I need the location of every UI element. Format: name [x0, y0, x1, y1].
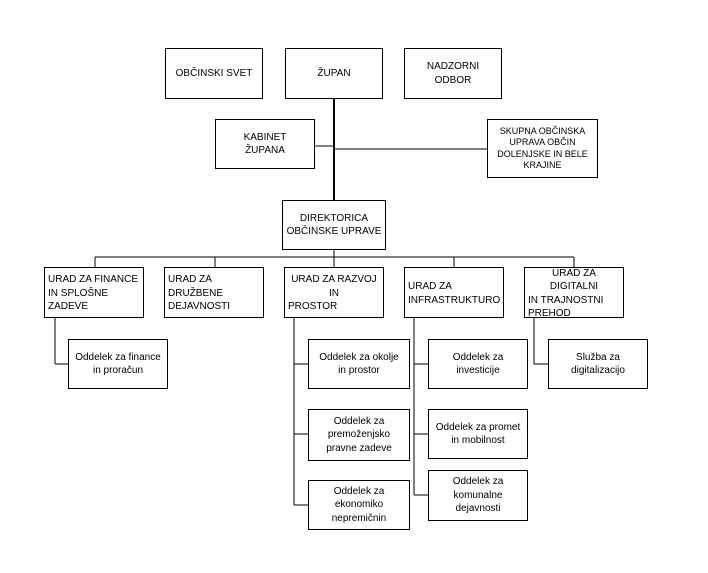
node-oddelek-okolje: Oddelek za okolje in prostor	[308, 339, 410, 389]
node-nadzorni-odbor: NADZORNI ODBOR	[404, 48, 502, 99]
node-oddelek-premozenjsko-line-1: Oddelek za	[333, 415, 385, 427]
node-oddelek-promet-line-1: Oddelek za promet	[435, 421, 521, 433]
node-urad-finance-line-1: URAD ZA FINANCE	[48, 274, 139, 286]
node-oddelek-komunalne-line-3: dejavnosti	[455, 503, 501, 515]
node-oddelek-premozenjsko: Oddelek za premoženjsko pravne zadeve	[308, 409, 410, 461]
node-zupan: ŽUPAN	[285, 48, 383, 99]
node-oddelek-okolje-line-1: Oddelek za okolje	[319, 351, 399, 363]
node-sluzba-digitalizacija-line-2: digitalizacijo	[571, 365, 625, 376]
node-obcinski-svet: OBČINSKI SVET	[165, 48, 263, 99]
node-urad-druzbene: URAD ZA DRUŽBENE DEJAVNOSTI	[164, 267, 264, 318]
node-oddelek-ekonomiko-line-1: Oddelek za	[333, 485, 385, 497]
node-kabinet-line-2: ŽUPANA	[245, 145, 285, 156]
node-oddelek-premozenjsko-line-3: pravne zadeve	[326, 442, 392, 454]
node-obcinski-svet-label: OBČINSKI SVET	[175, 67, 253, 79]
node-oddelek-finance: Oddelek za finance in proračun	[68, 339, 168, 389]
node-skupna-uprava-line-3: DOLENJSKE IN BELE	[497, 148, 588, 159]
node-oddelek-promet: Oddelek za promet in mobilnost	[428, 409, 528, 459]
node-oddelek-premozenjsko-line-2: premoženjsko	[327, 429, 391, 441]
node-kabinet: KABINET ŽUPANA	[215, 119, 315, 169]
node-urad-finance-line-2: IN SPLOŠNE	[48, 287, 109, 299]
node-oddelek-ekonomiko-line-3: nepremičnin	[331, 512, 387, 524]
node-urad-druzbene-line-2: DRUŽBENE	[168, 287, 224, 299]
node-urad-infrastruktura-line-1: URAD ZA	[408, 281, 452, 292]
node-oddelek-investicije-line-2: investicije	[456, 365, 500, 376]
node-urad-razvoj: URAD ZA RAZVOJ IN PROSTOR	[284, 267, 384, 318]
node-skupna-uprava: SKUPNA OBČINSKA UPRAVA OBČIN DOLENJSKE I…	[487, 119, 598, 178]
node-direktorica-line-1: DIREKTORICA	[299, 212, 369, 224]
node-skupna-uprava-line-4: KRAJINE	[523, 159, 562, 170]
node-urad-digitalni-line-1: URAD ZA DIGITALNI	[549, 267, 599, 293]
node-urad-finance: URAD ZA FINANCE IN SPLOŠNE ZADEVE	[44, 267, 144, 318]
node-urad-druzbene-line-3: DEJAVNOSTI	[168, 301, 231, 313]
node-urad-razvoj-line-2: PROSTOR	[288, 301, 338, 313]
node-oddelek-ekonomiko-line-2: ekonomiko	[334, 499, 384, 511]
node-sluzba-digitalizacija: Služba za digitalizacijo	[548, 339, 648, 389]
node-oddelek-investicije: Oddelek za investicije	[428, 339, 528, 389]
node-kabinet-line-1: KABINET	[243, 131, 287, 143]
node-oddelek-finance-line-1: Oddelek za finance	[75, 351, 161, 363]
node-urad-infrastruktura-line-2: INFRASTRUKTURO	[408, 294, 501, 306]
node-oddelek-finance-line-2: in proračun	[92, 365, 144, 376]
node-nadzorni-odbor-label: NADZORNI ODBOR	[426, 61, 480, 86]
node-oddelek-komunalne-line-1: Oddelek za	[452, 476, 504, 488]
node-urad-infrastruktura: URAD ZA INFRASTRUKTURO	[404, 267, 504, 318]
node-direktorica-line-2: OBČINSKE UPRAVE	[286, 226, 382, 237]
node-sluzba-digitalizacija-line-1: Služba za	[576, 351, 620, 363]
node-oddelek-komunalne-line-2: komunalne	[453, 489, 503, 501]
node-oddelek-ekonomiko: Oddelek za ekonomiko nepremičnin	[308, 480, 410, 530]
node-urad-razvoj-line-1: URAD ZA RAZVOJ IN	[291, 274, 377, 299]
node-zupan-label: ŽUPAN	[317, 67, 351, 79]
node-urad-druzbene-line-1: URAD ZA	[168, 274, 212, 286]
node-urad-finance-line-3: ZADEVE	[48, 301, 89, 313]
node-skupna-uprava-line-2: UPRAVA OBČIN	[509, 137, 576, 148]
node-oddelek-okolje-line-2: in prostor	[338, 365, 380, 376]
node-oddelek-komunalne: Oddelek za komunalne dejavnosti	[428, 470, 528, 521]
node-oddelek-investicije-line-1: Oddelek za	[452, 351, 504, 363]
node-urad-digitalni: URAD ZA DIGITALNI IN TRAJNOSTNI PREHOD	[524, 267, 624, 319]
node-urad-digitalni-line-3: PREHOD	[528, 308, 571, 319]
node-oddelek-promet-line-2: in mobilnost	[451, 435, 505, 446]
node-skupna-uprava-line-1: SKUPNA OBČINSKA	[499, 126, 586, 136]
node-direktorica: DIREKTORICA OBČINSKE UPRAVE	[282, 200, 386, 250]
node-urad-digitalni-line-2: IN TRAJNOSTNI	[528, 294, 604, 306]
